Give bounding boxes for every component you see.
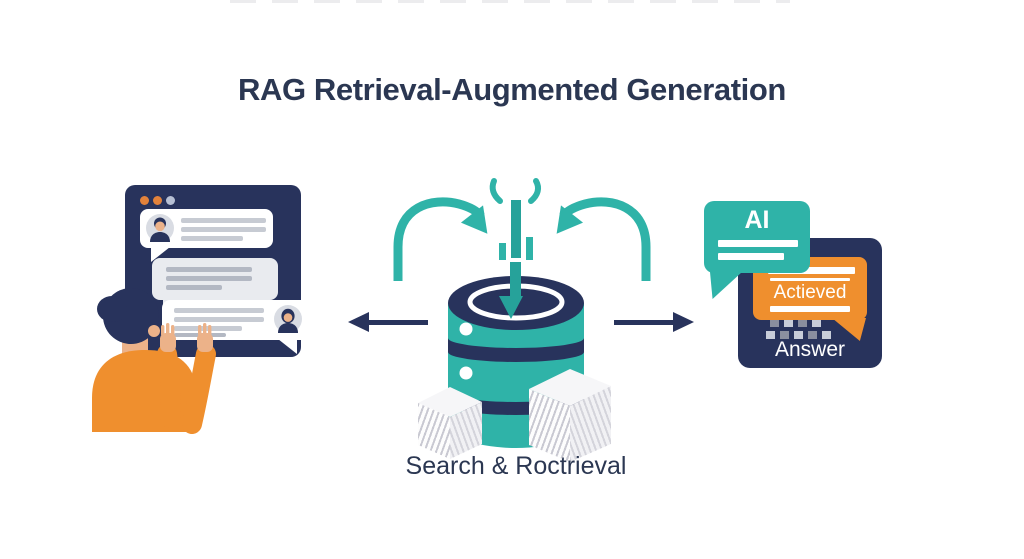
pixel-dot — [808, 331, 817, 339]
text-line — [770, 278, 850, 281]
pixel-dot — [798, 320, 807, 327]
text-line — [718, 240, 798, 247]
answer-card: Actieved Answer — [738, 238, 882, 368]
arrowhead — [673, 312, 694, 332]
chat-bubble-incoming — [140, 209, 273, 262]
ai-speech-bubble: AI — [704, 201, 810, 299]
arrow-right-icon — [612, 312, 694, 332]
pixel-dot — [822, 331, 831, 339]
search-retrieval-caption: Search & Roctrieval — [405, 452, 627, 480]
achieved-label: Actieved — [773, 282, 847, 303]
ai-label: AI — [744, 206, 770, 234]
achieved-speech-bubble: Actieved — [753, 257, 867, 320]
user-avatar-icon — [274, 305, 302, 333]
text-line — [718, 253, 784, 260]
arrow-shaft — [614, 320, 674, 325]
pixel-dot — [780, 331, 789, 339]
pixel-dot — [770, 320, 779, 327]
pixel-dot — [794, 331, 803, 339]
text-line — [166, 276, 252, 281]
text-line — [166, 267, 252, 272]
text-line — [181, 218, 266, 223]
pixel-dot — [784, 320, 793, 327]
top-artifact-marks — [230, 0, 790, 3]
arrow-shaft — [365, 320, 428, 325]
answer-label: Answer — [774, 338, 846, 361]
text-line — [174, 308, 264, 313]
arrow-left-icon — [348, 312, 430, 332]
text-line — [181, 236, 243, 241]
window-dot-icon — [153, 196, 162, 205]
text-line — [768, 267, 855, 274]
text-line — [770, 306, 850, 312]
chat-bubble-incoming — [162, 300, 310, 354]
page-title: RAG Retrieval-Augmented Generation — [238, 72, 786, 107]
text-line — [174, 317, 264, 322]
window-dot-icon — [140, 196, 149, 205]
user-avatar-icon — [146, 214, 174, 242]
user-typing-icon — [92, 288, 216, 434]
hands-icon — [160, 323, 213, 352]
document-stack-large-icon — [526, 366, 614, 464]
text-line — [181, 227, 266, 232]
ingest-down-arrow-icon — [499, 262, 523, 319]
text-line — [166, 285, 222, 290]
document-stack-small-icon — [415, 384, 485, 460]
window-dot-icon — [166, 196, 175, 205]
pixel-dot — [812, 320, 821, 327]
ingest-arrows-icon — [393, 178, 651, 281]
pixel-dot — [766, 331, 775, 339]
